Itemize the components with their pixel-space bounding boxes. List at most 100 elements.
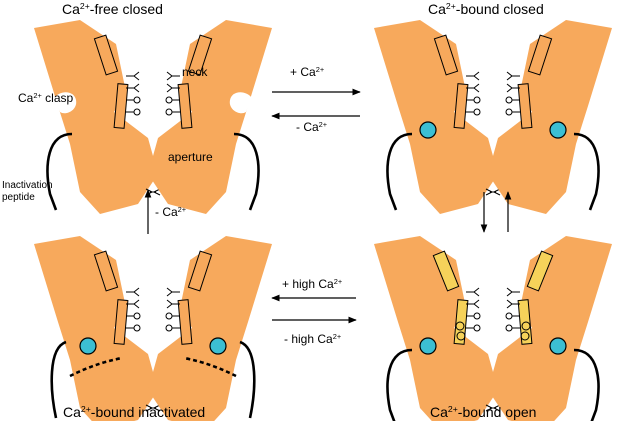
gate-tail [145,404,156,412]
filter-residue-branch [166,83,173,93]
pore-helix [527,34,553,76]
label-add-ca: + Ca2+ [290,64,325,79]
channel-subunit [148,236,272,421]
filter-residue-branch [133,287,140,297]
gate-tail [485,188,496,196]
calcium-ion [549,121,567,139]
pore-helix [187,250,213,292]
inactivation-peptide [233,132,260,211]
ca-bound-open-right-subunit [485,236,612,421]
ca-bound-closed-left-subunit [374,20,501,214]
filter-residue-ring [505,96,513,104]
filter-residue-branch [133,299,140,309]
helix-residue [456,331,466,341]
pore-helix [432,250,460,292]
helix-residue [455,321,465,331]
filter-residue-branch [506,299,513,309]
gate-tail [485,404,496,412]
filter-residue-ring [133,312,141,320]
neck-helix [517,83,533,129]
ca-free-closed-left-subunit [34,20,161,214]
filter-residue-ring [473,324,481,332]
neck-helix [453,83,469,129]
filter-residue-ring [505,312,513,320]
calcium-ion [209,337,227,355]
pore-helix [433,34,459,76]
calcium-ion [79,337,97,355]
inactivation-peptide [50,340,67,419]
label-aperture: aperture [168,150,213,164]
calcium-ion [419,337,437,355]
filter-residue-branch [133,71,140,81]
title-ca-bound-open: Ca2+-bound open [430,404,537,420]
filter-residue-branch [166,299,173,309]
filter-residue-ring [505,108,513,116]
filter-residue-ring [165,96,173,104]
filter-residue-ring [473,96,481,104]
channel-subunit [34,236,158,421]
channel-subunit [148,20,272,214]
calcium-ion [549,337,567,355]
inactivation-peptide [46,132,73,211]
label-ca-clasp: Ca2+ clasp [18,90,74,105]
pore-helix [187,34,213,76]
inactivation-peptide [573,348,600,421]
filter-residue-ring [165,324,173,332]
title-ca-bound-inactivated: Ca2+-bound inactivated [63,404,206,420]
channel-subunit [34,20,158,214]
helix-residue [521,321,531,331]
pore-helix [93,34,119,76]
ca-bound-inactivated-left-subunit [34,236,161,421]
neck-helix [113,83,129,129]
ca-free-closed-right-subunit [145,20,272,214]
label-inactivation-peptide: Inactivation peptide [2,180,53,203]
inactivation-peptide [573,132,600,211]
ca-bound-closed-right-subunit [485,20,612,214]
neck-helix [177,83,193,129]
neck-helix [177,299,193,345]
filter-residue-branch [506,83,513,93]
filter-residue-branch [473,287,480,297]
filter-residue-ring [133,96,141,104]
label-neck: neck [182,65,208,79]
inactivation-peptide [239,340,256,419]
ca-clasp-notch [54,92,77,114]
filter-residue-branch [473,71,480,81]
pore-helix [93,250,119,292]
filter-residue-branch [473,299,480,309]
inactivation-peptide-bound [69,356,123,378]
neck-helix [113,299,129,345]
inactivation-peptide [386,348,413,421]
label-add-high-ca: + high Ca2+ [282,276,343,291]
filter-residue-branch [166,71,173,81]
filter-residue-ring [165,108,173,116]
filter-residue-ring [133,324,141,332]
filter-residue-branch [166,287,173,297]
label-remove-ca-top: - Ca2+ [296,119,328,134]
channel-subunit [374,20,498,214]
filter-residue-ring [165,312,173,320]
filter-residue-ring [473,108,481,116]
filter-residue-ring [473,312,481,320]
inactivation-peptide [386,132,413,211]
filter-residue-branch [506,71,513,81]
title-ca-bound-closed: Ca2+-bound closed [428,1,544,17]
label-remove-high-ca: - high Ca2+ [284,331,342,346]
pore-helix [526,250,554,292]
ca-bound-inactivated-right-subunit [145,236,272,421]
filter-residue-ring [505,324,513,332]
helix-residue [520,331,530,341]
calcium-ion [419,121,437,139]
filter-residue-branch [133,83,140,93]
label-remove-ca-left: - Ca2+ [155,204,187,219]
channel-subunit [488,20,612,214]
ca-clasp-notch [229,92,252,114]
channel-subunit [374,236,498,421]
inactivation-peptide-bound [183,356,237,378]
ca-bound-open-left-subunit [374,236,501,421]
filter-residue-branch [473,83,480,93]
filter-residue-branch [506,287,513,297]
channel-subunit [488,236,612,421]
